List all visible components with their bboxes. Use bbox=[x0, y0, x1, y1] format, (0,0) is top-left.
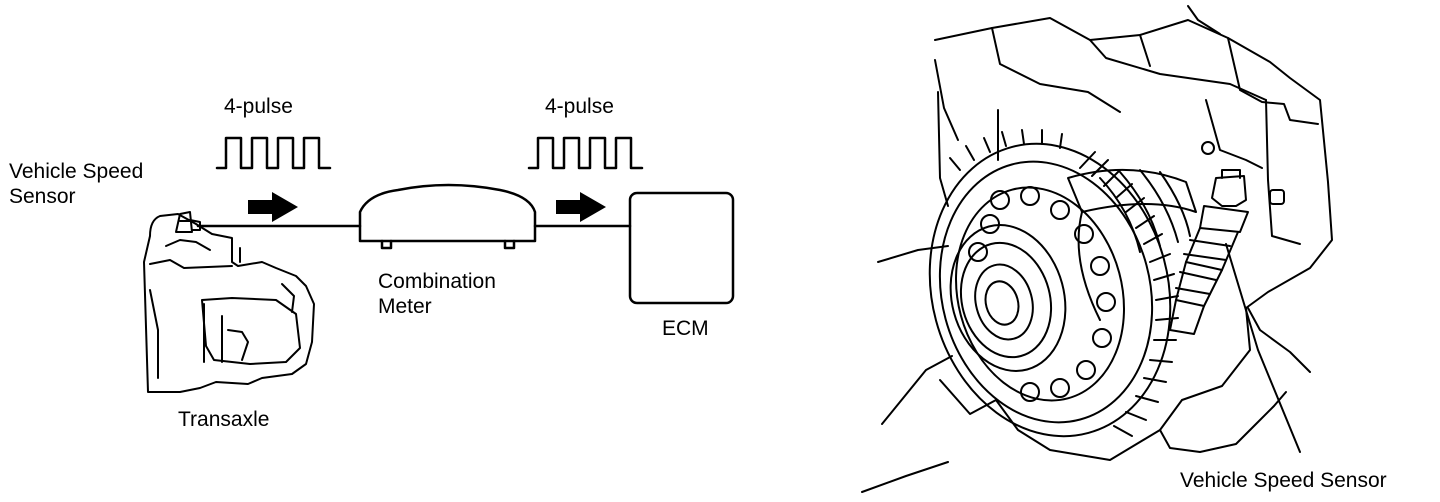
meter-label-line1: Combination bbox=[378, 270, 496, 293]
sensor-callout-leader bbox=[1225, 243, 1301, 453]
vehicle-speed-sensor-callout: Vehicle Speed Sensor bbox=[1180, 469, 1387, 492]
pulse-label-2: 4-pulse bbox=[545, 95, 614, 118]
vehicle-speed-sensor-part bbox=[1169, 169, 1249, 335]
sensor-label-line2: Sensor bbox=[9, 185, 76, 208]
pulse-label-1: 4-pulse bbox=[224, 95, 293, 118]
transaxle-illustration bbox=[143, 211, 315, 393]
sensor-label-line1: Vehicle Speed bbox=[9, 160, 144, 183]
ecm-box bbox=[628, 191, 735, 305]
vehicle-speed-sensor-label: Vehicle Speed Sensor bbox=[9, 159, 143, 209]
pulse-waveform-2 bbox=[527, 136, 644, 170]
meter-label-line2: Meter bbox=[378, 295, 432, 318]
transaxle-gear-illustration bbox=[861, 5, 1333, 493]
transaxle-label: Transaxle bbox=[178, 408, 270, 431]
signal-arrow-1 bbox=[248, 192, 298, 222]
combination-meter-label: Combination Meter bbox=[378, 269, 496, 319]
signal-arrow-2 bbox=[556, 192, 606, 222]
ecm-label: ECM bbox=[662, 317, 709, 340]
combination-meter-shape bbox=[358, 183, 537, 250]
pulse-waveform-1 bbox=[215, 136, 332, 170]
